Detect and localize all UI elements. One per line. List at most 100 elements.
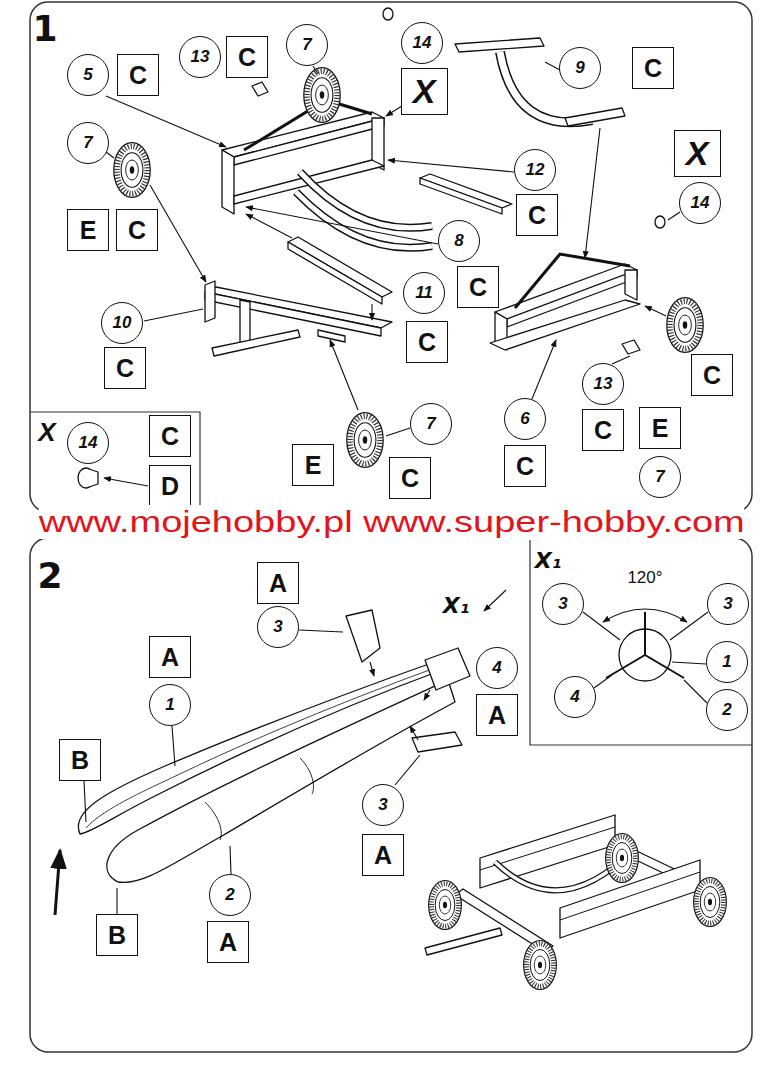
node-text: C (161, 422, 179, 451)
axle-beam (205, 292, 381, 336)
leader-line (150, 185, 206, 282)
step-panel (530, 540, 752, 745)
callout-number: 13 (179, 36, 221, 78)
node-text: 10 (113, 313, 132, 333)
node-text: 14 (413, 33, 432, 53)
tail-fin (346, 610, 470, 752)
node-text: 4 (570, 687, 579, 707)
node-text: 11 (415, 283, 433, 303)
callout-number: 10 (101, 302, 143, 344)
node-text: C (129, 61, 147, 90)
part-code-box: C (632, 47, 674, 89)
part-code-box: E (639, 407, 681, 449)
node-text: D (161, 472, 179, 501)
callout-number: 14 (67, 422, 109, 464)
leader-line (370, 662, 374, 676)
tail-fin (425, 648, 470, 690)
node-text: E (652, 414, 669, 443)
part-code-box: C (226, 36, 268, 78)
node-text: C (418, 328, 436, 357)
node-text: 3 (273, 617, 282, 637)
node-text: A (269, 569, 287, 598)
part-code-box: C (389, 457, 431, 499)
callout-number: 12 (514, 149, 556, 191)
node-text: 6 (520, 409, 529, 429)
fin-angle-detail (684, 680, 707, 703)
step-panel (30, 2, 752, 512)
node-text: 7 (302, 35, 311, 55)
right-side-frame (625, 270, 637, 300)
callout-number: 8 (438, 220, 480, 262)
wheel (114, 143, 150, 198)
leader-line (371, 304, 372, 320)
cross-bar (420, 174, 512, 208)
leader-line (172, 726, 175, 766)
callout-number: 7 (286, 24, 328, 66)
callout-number: 13 (582, 363, 624, 405)
part-code-box: C (149, 415, 191, 457)
node-text: 3 (378, 795, 387, 815)
node-text: 8 (454, 231, 463, 251)
right-side-frame (490, 216, 665, 354)
callout-number: 1 (706, 641, 748, 683)
node-text: 7 (426, 414, 435, 434)
curved-strip (296, 172, 432, 248)
node-text: C (469, 273, 487, 302)
fin-angle-detail (670, 612, 708, 640)
leader-line (104, 62, 680, 486)
axle-beam (240, 300, 250, 346)
part-code-box: C (104, 347, 146, 389)
leader-line (84, 781, 86, 822)
step-panel (30, 538, 752, 1052)
fin-angle-detail (594, 675, 612, 688)
callout-number: 3 (542, 583, 584, 625)
tail-fin (346, 610, 380, 662)
leader-line (532, 340, 556, 399)
step-panel (30, 2, 752, 1052)
step-number: 2 (37, 555, 62, 596)
callout-number: 2 (706, 689, 748, 731)
part-code-box: A (149, 636, 191, 678)
fin-angle-detail (603, 609, 687, 622)
part-code-box: E (67, 209, 109, 251)
node-text: A (488, 701, 506, 730)
assembled-trolley (606, 833, 639, 882)
node-text: 12 (526, 160, 545, 180)
node-text: C (703, 361, 721, 390)
step-panel (30, 412, 200, 512)
axle-beam (205, 281, 392, 356)
leader-line (410, 726, 418, 740)
part-code-box: A (207, 921, 249, 963)
leader-line (246, 214, 292, 238)
leader-line (330, 340, 358, 410)
callout-number: 3 (362, 784, 404, 826)
part-code-box: C (116, 209, 158, 251)
leader-line (388, 160, 514, 172)
fin-angle-detail (606, 655, 645, 678)
callout-number: 1 (149, 684, 191, 726)
part-code-box: C (117, 54, 159, 96)
leader-line (645, 306, 666, 316)
node-text: 9 (575, 58, 584, 78)
wheel (304, 68, 340, 123)
node-text: X (686, 134, 709, 173)
node-text: 2 (225, 885, 234, 905)
part-code-box: C (691, 354, 733, 396)
leader-line (104, 478, 148, 486)
node-text: 1 (165, 695, 174, 715)
wheel (114, 68, 703, 468)
leader-line (612, 356, 630, 364)
node-text: C (401, 464, 419, 493)
detail-label: X (38, 417, 55, 448)
angle-dimension: 120° (627, 568, 662, 588)
bomb-half (78, 660, 455, 882)
part-code-box: A (362, 834, 404, 876)
right-side-frame (655, 216, 665, 228)
part-code-box: A (257, 562, 299, 604)
cradle (455, 38, 625, 126)
cross-bar (288, 242, 382, 304)
callout-number: 2 (209, 874, 251, 916)
fin-angle-detail (583, 609, 708, 703)
part-code-box: B (96, 914, 138, 956)
node-text: 2 (722, 700, 731, 720)
